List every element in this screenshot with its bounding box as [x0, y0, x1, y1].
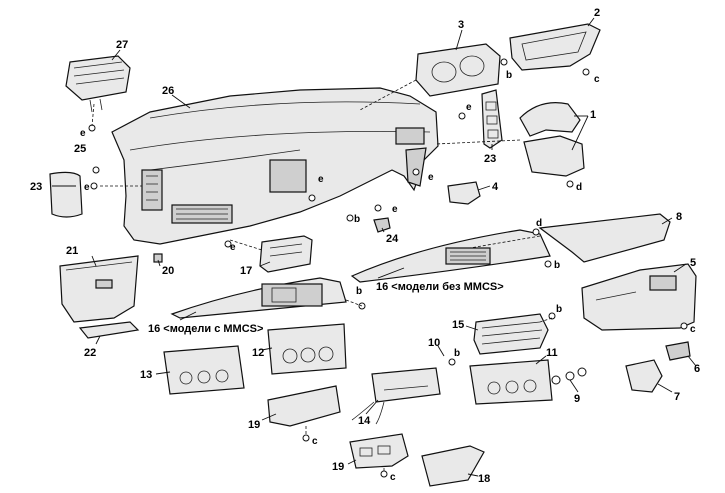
- part-23l-shape: [49, 171, 83, 218]
- part-20-shape: [153, 253, 163, 263]
- fastener-c: c: [390, 472, 396, 483]
- part-1-shape: [519, 102, 585, 177]
- part-26-shape: [111, 87, 439, 245]
- fastener-b: b: [354, 214, 360, 225]
- label-26: 26: [162, 85, 174, 97]
- part-2-shape: [509, 23, 601, 71]
- part-14-shape: [351, 367, 441, 425]
- caption-without-mmcs: 16 <модели без MMCS>: [376, 281, 504, 293]
- fastener-e: e: [80, 128, 86, 139]
- label-15: 15: [452, 319, 464, 331]
- part-24-shape: [373, 217, 391, 233]
- part-17-shape: [259, 235, 313, 273]
- label-17: 17: [240, 265, 252, 277]
- fastener-labels: e e e e e e e b c d b d b b b c b c c: [80, 70, 696, 483]
- fastener-d: d: [536, 218, 542, 229]
- part-8-shape: [538, 213, 671, 263]
- fastener-e: e: [392, 204, 398, 215]
- part-3-shape: [415, 43, 501, 97]
- fastener-e: e: [84, 182, 90, 193]
- label-4: 4: [492, 181, 499, 193]
- label-20: 20: [162, 265, 174, 277]
- fastener-b: b: [506, 70, 512, 81]
- fasteners: [88, 58, 688, 478]
- part-23r-shape: [481, 89, 503, 149]
- part-18-shape: [421, 445, 485, 487]
- label-10: 10: [428, 337, 440, 349]
- label-19-upper: 19: [248, 419, 260, 431]
- label-12: 12: [252, 347, 264, 359]
- label-27: 27: [116, 39, 128, 51]
- label-9: 9: [574, 393, 580, 405]
- fastener-e: e: [428, 172, 434, 183]
- label-13: 13: [140, 369, 152, 381]
- fastener-c: c: [312, 436, 318, 447]
- part-9-shape: [551, 367, 587, 385]
- fastener-c: c: [690, 324, 696, 335]
- caption-with-mmcs: 16 <модели с MMCS>: [148, 323, 263, 335]
- label-14: 14: [358, 415, 371, 427]
- part-5-shape: [581, 263, 697, 331]
- part-16-mmcs-shape: [170, 277, 347, 319]
- part-7-shape: [625, 359, 663, 393]
- part-22-shape: [78, 321, 140, 339]
- part-15-shape: [473, 313, 549, 355]
- label-23-left: 23: [30, 181, 42, 193]
- part-labels: 27 26 25 3 2 1 23 23 4 8 5 21 20 17 24 2…: [30, 7, 700, 485]
- part-16-no-mmcs-shape: [350, 229, 551, 283]
- fastener-e: e: [466, 102, 472, 113]
- label-24: 24: [386, 233, 399, 245]
- fastener-b: b: [356, 286, 362, 297]
- label-23-right: 23: [484, 153, 496, 165]
- fastener-b: b: [454, 348, 460, 359]
- fastener-b: b: [556, 304, 562, 315]
- label-19-lower: 19: [332, 461, 344, 473]
- part-12-shape: [267, 323, 347, 375]
- label-6: 6: [694, 363, 700, 375]
- part-19-upper-shape: [267, 385, 341, 427]
- label-21: 21: [66, 245, 78, 257]
- label-8: 8: [676, 211, 682, 223]
- part-13-shape: [163, 345, 245, 395]
- part-6-shape: [665, 341, 691, 361]
- part-21-shape: [59, 255, 139, 323]
- label-5: 5: [690, 257, 696, 269]
- fastener-e: e: [318, 174, 324, 185]
- fastener-e: e: [230, 242, 236, 253]
- fastener-d: d: [576, 182, 582, 193]
- label-18: 18: [478, 473, 490, 485]
- leader-lines: [52, 17, 697, 477]
- part-27-shape: [65, 55, 131, 113]
- fastener-b: b: [554, 260, 560, 271]
- label-2: 2: [594, 7, 600, 19]
- part-19-lower-shape: [349, 433, 409, 469]
- label-11: 11: [546, 347, 558, 359]
- part-4-shape: [447, 181, 481, 205]
- fastener-c: c: [594, 74, 600, 85]
- label-3: 3: [458, 19, 464, 31]
- label-22: 22: [84, 347, 96, 359]
- label-1: 1: [590, 109, 596, 121]
- label-7: 7: [674, 391, 680, 403]
- part-11-shape: [469, 359, 553, 405]
- label-25: 25: [74, 143, 86, 155]
